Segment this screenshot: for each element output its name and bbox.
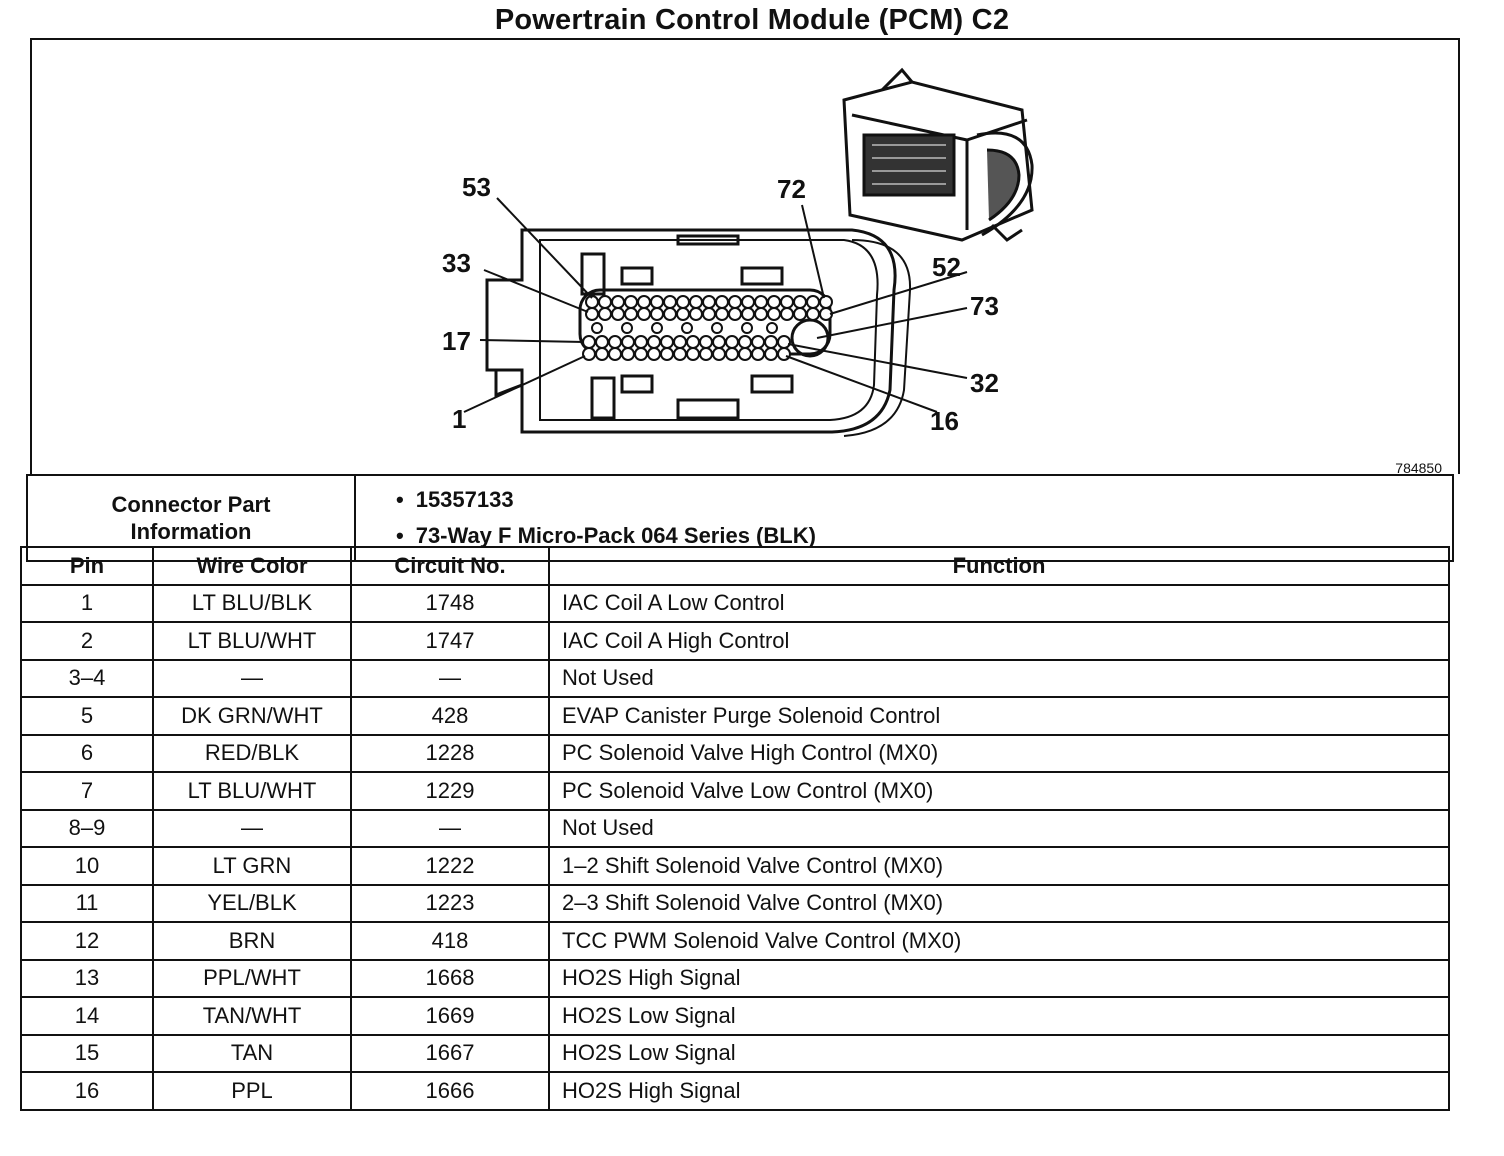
page-title: Powertrain Control Module (PCM) C2 (494, 4, 1010, 36)
connector-3d-icon (842, 67, 1034, 242)
pin-callout-17: 17 (442, 326, 471, 356)
connector-info-label-line1: Connector Part (111, 492, 271, 517)
leader-lines (463, 197, 968, 413)
part-number: 15357133 (396, 482, 1452, 518)
wire-color-cell: LT BLU/BLK (152, 583, 352, 623)
pin-cell: 8–9 (20, 808, 154, 848)
circuit-cell: — (350, 808, 550, 848)
function-cell: TCC PWM Solenoid Valve Control (MX0) (548, 921, 1450, 961)
wire-color-cell: — (152, 808, 352, 848)
pin-cell: 2 (20, 621, 154, 661)
wire-color-cell: TAN/WHT (152, 996, 352, 1036)
pin-cell: 7 (20, 771, 154, 811)
function-cell: HO2S High Signal (548, 958, 1450, 998)
pin-cell: 10 (20, 846, 154, 886)
circuit-cell: 1666 (350, 1071, 550, 1111)
pin-cell: 11 (20, 883, 154, 923)
function-cell: HO2S High Signal (548, 1071, 1450, 1111)
function-cell: 2–3 Shift Solenoid Valve Control (MX0) (548, 883, 1450, 923)
connector-figure: 53 72 33 52 73 17 32 1 16 784850 (30, 38, 1460, 476)
circuit-cell: 1667 (350, 1033, 550, 1073)
circuit-cell: 1228 (350, 733, 550, 773)
wire-color-cell: YEL/BLK (152, 883, 352, 923)
wire-color-cell: PPL (152, 1071, 352, 1111)
circuit-cell: 1748 (350, 583, 550, 623)
circuit-cell: 1669 (350, 996, 550, 1036)
function-cell: PC Solenoid Valve Low Control (MX0) (548, 771, 1450, 811)
circuit-cell: 1222 (350, 846, 550, 886)
pin-callout-1: 1 (452, 404, 466, 434)
wire-color-cell: DK GRN/WHT (152, 696, 352, 736)
pin-cell: 14 (20, 996, 154, 1036)
wire-color-cell: LT BLU/WHT (152, 771, 352, 811)
wire-color-cell: BRN (152, 921, 352, 961)
function-cell: EVAP Canister Purge Solenoid Control (548, 696, 1450, 736)
connector-info-label-line2: Information (130, 519, 252, 544)
pinout-header-row: Pin Wire Color Circuit No. Function (20, 546, 1450, 586)
header-function: Function (548, 546, 1450, 586)
function-cell: HO2S Low Signal (548, 1033, 1450, 1073)
circuit-cell: 1747 (350, 621, 550, 661)
pin-callout-32: 32 (970, 368, 999, 398)
circuit-cell: — (350, 658, 550, 698)
pin-cell: 5 (20, 696, 154, 736)
pin-cell: 13 (20, 958, 154, 998)
circuit-cell: 1223 (350, 883, 550, 923)
connector-diagram: 53 72 33 52 73 17 32 1 16 (442, 67, 1034, 437)
function-cell: IAC Coil A High Control (548, 621, 1450, 661)
connector-face (485, 228, 912, 437)
pin-cell: 16 (20, 1071, 154, 1111)
pin-callout-33: 33 (442, 248, 471, 278)
pin-callout-72: 72 (777, 174, 806, 204)
function-cell: Not Used (548, 658, 1450, 698)
circuit-cell: 1668 (350, 958, 550, 998)
header-pin: Pin (20, 546, 154, 586)
pin-cell: 3–4 (20, 658, 154, 698)
wire-color-cell: LT GRN (152, 846, 352, 886)
function-cell: PC Solenoid Valve High Control (MX0) (548, 733, 1450, 773)
header-circuit-no: Circuit No. (350, 546, 550, 586)
wire-color-cell: TAN (152, 1033, 352, 1073)
connector-description: 73-Way F Micro-Pack 064 Series (BLK) (396, 518, 1452, 554)
pin-callout-53: 53 (462, 172, 491, 202)
pin-callout-52: 52 (932, 252, 961, 282)
pin-cell: 6 (20, 733, 154, 773)
figure-id: 784850 (1395, 460, 1442, 476)
wire-color-cell: — (152, 658, 352, 698)
table-row: 3–4——Not Used (20, 658, 1450, 698)
pin-cell: 15 (20, 1033, 154, 1073)
wire-color-cell: RED/BLK (152, 733, 352, 773)
function-cell: HO2S Low Signal (548, 996, 1450, 1036)
function-cell: 1–2 Shift Solenoid Valve Control (MX0) (548, 846, 1450, 886)
header-wire-color: Wire Color (152, 546, 352, 586)
function-cell: IAC Coil A Low Control (548, 583, 1450, 623)
wire-color-cell: LT BLU/WHT (152, 621, 352, 661)
function-cell: Not Used (548, 808, 1450, 848)
wire-color-cell: PPL/WHT (152, 958, 352, 998)
pin-rows (582, 295, 833, 361)
pin-cell: 12 (20, 921, 154, 961)
pin-callout-16: 16 (930, 406, 959, 436)
circuit-cell: 428 (350, 696, 550, 736)
circuit-cell: 418 (350, 921, 550, 961)
pin-cell: 1 (20, 583, 154, 623)
table-row: 8–9——Not Used (20, 808, 1450, 848)
circuit-cell: 1229 (350, 771, 550, 811)
pin-callout-73: 73 (970, 291, 999, 321)
